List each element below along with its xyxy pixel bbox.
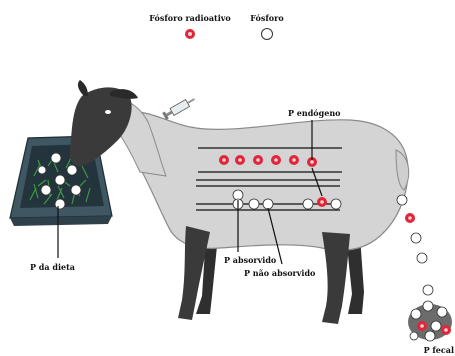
legend-phosphorus-label: Fósforo — [250, 13, 284, 23]
syringe-icon — [162, 96, 196, 120]
legend-radioactive-label: Fósforo radioativo — [149, 13, 231, 23]
fecal-trail — [397, 195, 433, 295]
fecal-pile: P fecal — [408, 301, 454, 355]
not-absorbed-label: P não absorvido — [244, 268, 316, 278]
absorbed-label: P absorvido — [224, 255, 277, 265]
endogenous-label: P endógeno — [288, 108, 341, 118]
diet-label: P da dieta — [30, 262, 75, 272]
legend-phosphorus-marker — [262, 29, 273, 40]
fecal-label: P fecal — [424, 345, 454, 355]
legend: Fósforo radioativo Fósforo — [149, 13, 284, 40]
